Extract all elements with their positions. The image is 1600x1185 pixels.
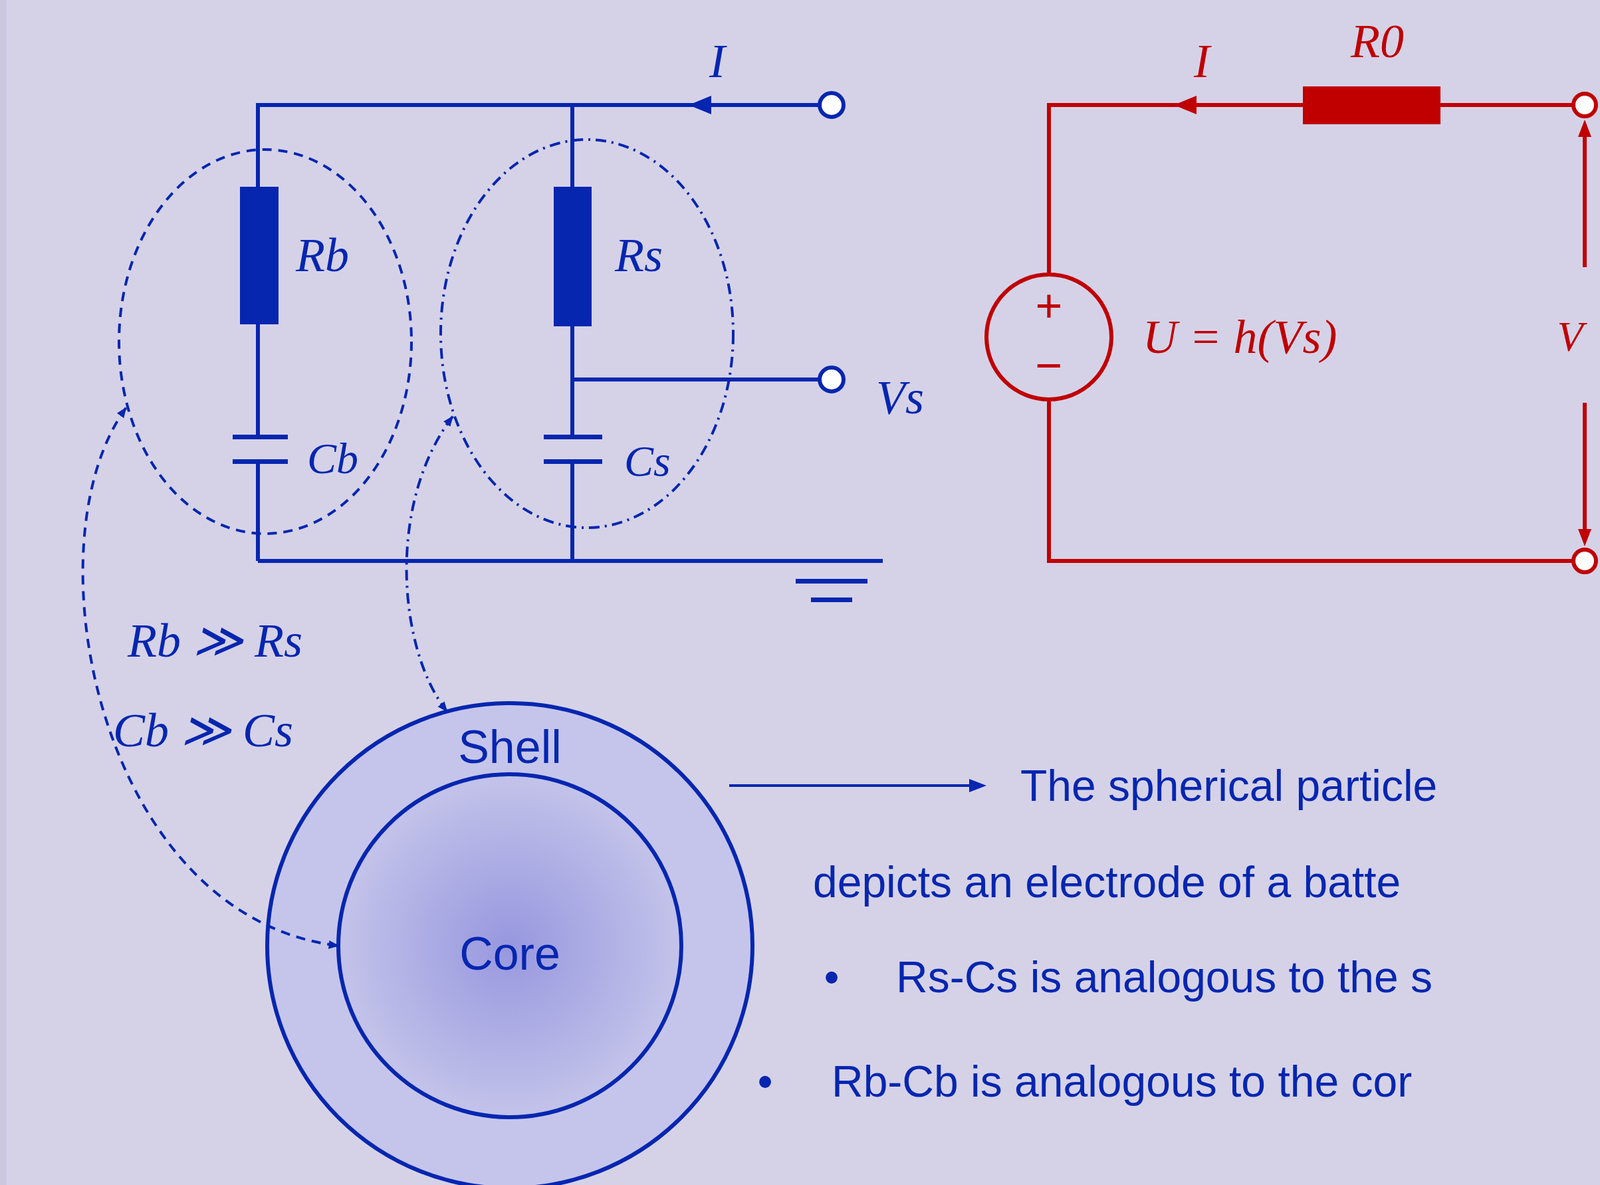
core-fill	[338, 774, 682, 1118]
text-label: Vs	[876, 373, 924, 422]
text-label: I	[1193, 37, 1210, 86]
text-label: R0	[1350, 17, 1404, 66]
ground-symbol	[795, 578, 868, 584]
node-outline	[438, 137, 736, 530]
current-arrow	[688, 95, 712, 115]
text-label: V	[1556, 315, 1583, 359]
node-label: −	[1035, 342, 1063, 389]
node-label: +	[1035, 282, 1063, 330]
text-label: depicts an electrode of a batte	[812, 860, 1401, 905]
text-label: Cb ≫ Cs	[113, 706, 294, 755]
red-wires	[1048, 105, 1585, 562]
component-group: RbCb	[116, 147, 414, 536]
mapping-arrow	[406, 416, 453, 712]
ground-symbol	[810, 597, 853, 603]
capacitor-plate	[232, 434, 288, 440]
node-label: Cb	[307, 436, 359, 481]
blue-components	[232, 95, 868, 603]
text-label: The spherical particle	[1020, 763, 1438, 808]
terminals	[819, 93, 844, 392]
capacitor-plate	[232, 459, 288, 464]
voltage-source: +−U = h(Vs)	[984, 272, 1114, 402]
text-label: I	[709, 37, 726, 86]
voltage-arrow	[1578, 529, 1592, 547]
voltage-arrow	[1578, 119, 1592, 137]
text-label: Rb-Cb is analogous to the cor	[831, 1059, 1412, 1104]
node-label: Shell	[457, 723, 562, 771]
particle-region: Core	[338, 774, 682, 1118]
page-strip	[0, 0, 7, 1185]
node-outline	[116, 147, 414, 536]
capacitor-plate	[543, 434, 603, 440]
node-label: Core	[459, 930, 561, 978]
capacitor-plate	[543, 459, 603, 464]
shell-fill	[267, 703, 753, 1185]
node-label: Rs	[614, 231, 663, 280]
pointer-head	[969, 779, 987, 793]
current-arrow	[1173, 95, 1197, 115]
mapping-arrow	[83, 408, 339, 946]
node-label: Cs	[624, 439, 671, 484]
text-label: Rb ≫ Rs	[127, 616, 303, 665]
pointer-arrow	[729, 784, 975, 788]
blue-wires	[257, 105, 883, 562]
resistor-symbol	[1302, 86, 1441, 125]
node-label: Rb	[295, 231, 349, 280]
node-label: U = h(Vs)	[1142, 313, 1338, 361]
text-label: Rs-Cs is analogous to the s	[896, 955, 1433, 1000]
particle-region: ShellCore	[267, 703, 753, 1185]
resistor-symbol	[553, 186, 592, 327]
text-label: •	[757, 1059, 773, 1104]
text-label: •	[823, 955, 839, 1000]
resistor-symbol	[239, 186, 279, 325]
component-group: RsCs	[438, 137, 736, 530]
